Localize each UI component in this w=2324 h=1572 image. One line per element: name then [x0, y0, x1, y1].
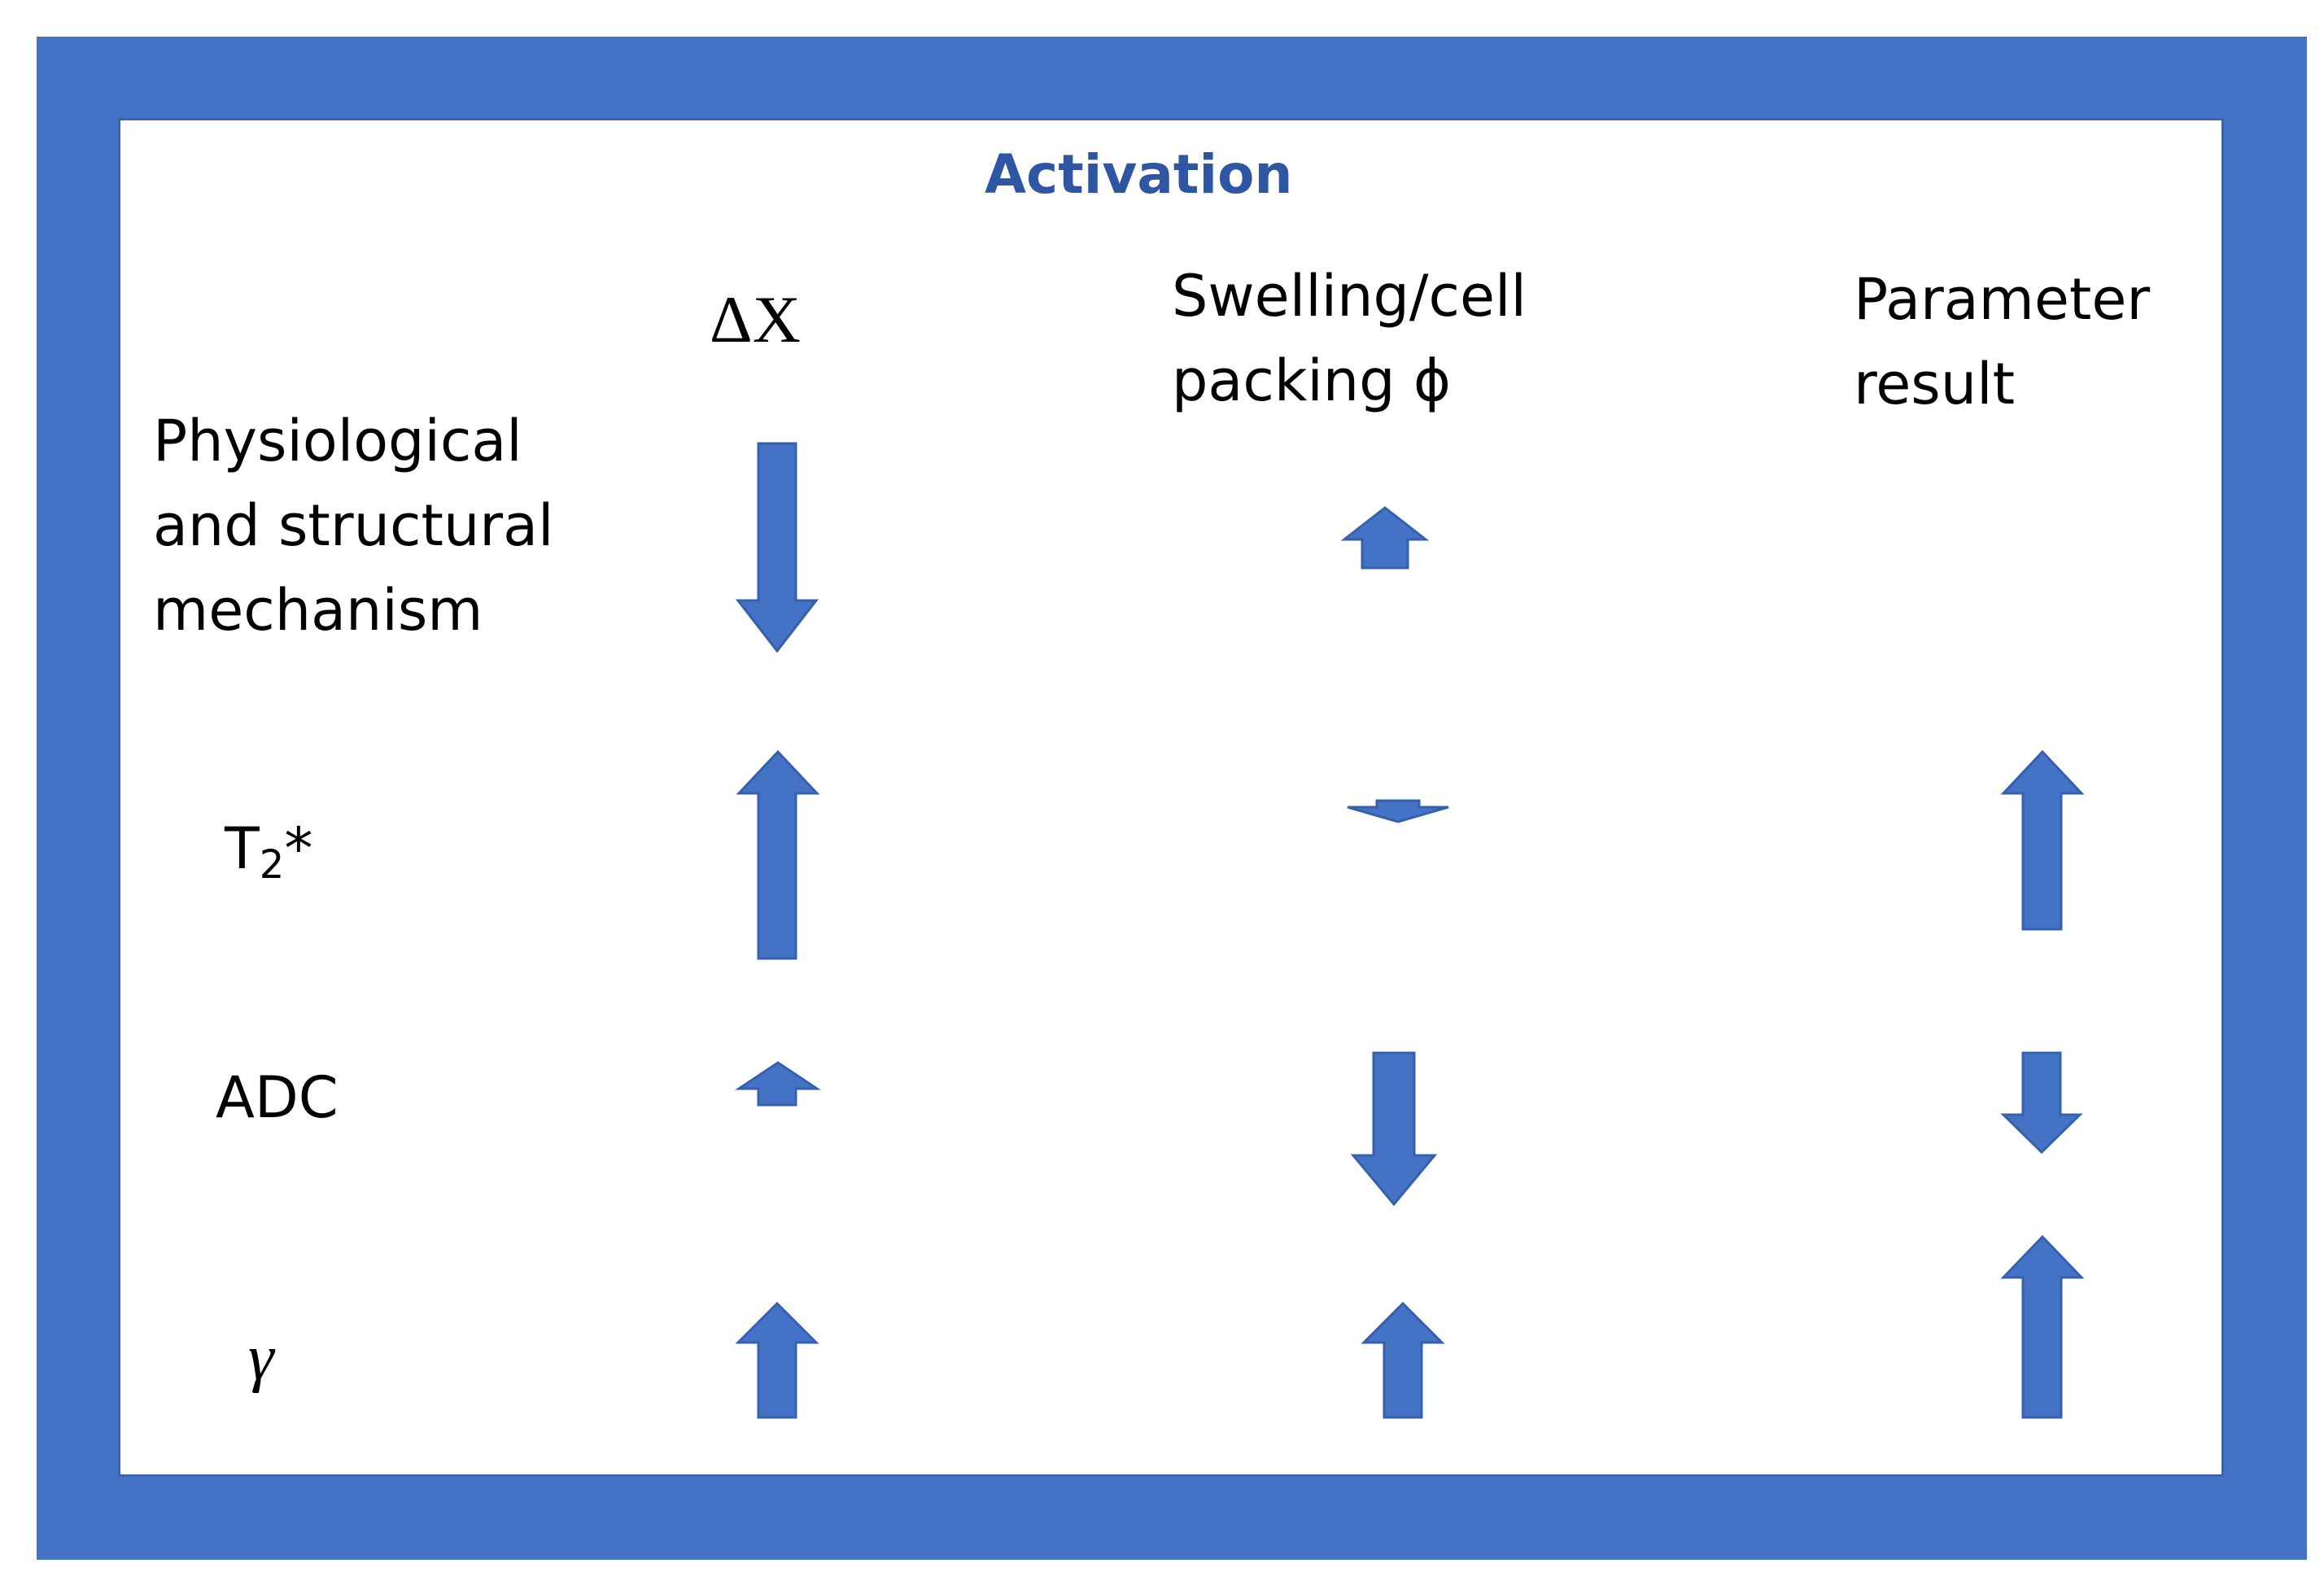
- row-label-adc: ADC: [216, 1064, 339, 1131]
- row-label-t2-star: T2*: [225, 815, 312, 888]
- diagram-title: Activation: [985, 143, 1293, 206]
- header-parameter-result: Parameter result: [1854, 257, 2150, 426]
- arrow-adc-swelling-down: [1350, 1051, 1438, 1207]
- arrow-gamma-deltax-up: [735, 1301, 819, 1419]
- header-swelling: Swelling/cell packing ϕ: [1172, 254, 1527, 423]
- arrow-adc-deltax-up: [735, 1061, 821, 1107]
- arrow-t2-deltax-up: [736, 749, 820, 960]
- row-mechanism-line-2: and structural: [153, 492, 554, 559]
- header-swelling-line-1: Swelling/cell: [1172, 263, 1527, 330]
- arrow-mechanism-swelling-up: [1340, 506, 1430, 570]
- arrow-t2-result-up: [2000, 749, 2085, 931]
- arrow-adc-result-down: [2000, 1051, 2083, 1155]
- t2-subscript: 2: [259, 842, 285, 888]
- header-result-line-1: Parameter: [1854, 266, 2151, 333]
- t2-base: T: [225, 815, 260, 882]
- row-mechanism-line-3: mechanism: [153, 577, 483, 644]
- arrow-mechanism-deltax-down: [735, 442, 819, 653]
- header-result-line-2: result: [1854, 351, 2016, 417]
- header-delta-x: ΔX: [710, 282, 801, 356]
- arrow-t2-swelling-down: [1347, 799, 1449, 823]
- header-swelling-line-2: packing ϕ: [1172, 347, 1452, 414]
- arrow-gamma-swelling-up: [1361, 1301, 1445, 1419]
- arrow-gamma-result-up: [2000, 1234, 2085, 1419]
- t2-star: *: [284, 815, 313, 882]
- diagram-panel: [118, 118, 2224, 1477]
- row-label-gamma: γ: [248, 1322, 274, 1394]
- row-label-mechanism: Physiological and structural mechanism: [153, 399, 553, 653]
- row-mechanism-line-1: Physiological: [153, 408, 522, 474]
